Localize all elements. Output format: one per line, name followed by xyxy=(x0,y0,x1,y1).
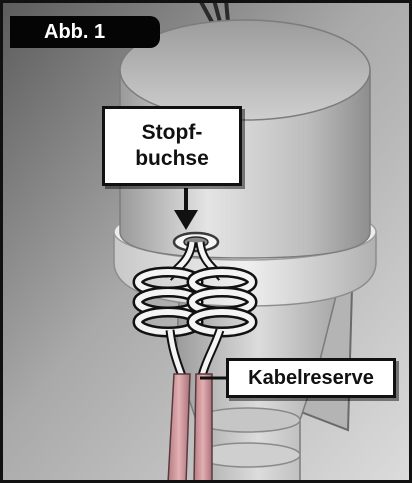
cable-reserve-label-text: Kabelreserve xyxy=(248,367,374,389)
cable-reserve-label: Kabelreserve xyxy=(226,358,396,398)
figure-tag-text: Abb. 1 xyxy=(44,21,105,43)
cable-gland xyxy=(174,233,218,251)
figure-tag: Abb. 1 xyxy=(10,16,160,48)
gland-label: Stopf- buchse xyxy=(102,106,242,186)
gland-label-line2: buchse xyxy=(105,146,239,172)
gland-label-line1: Stopf- xyxy=(105,120,239,146)
